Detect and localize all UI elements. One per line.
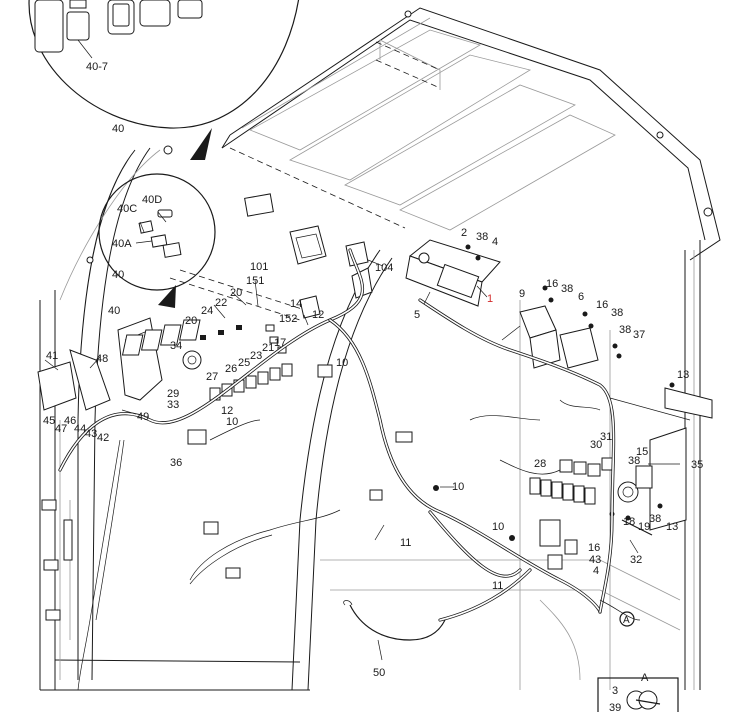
leader-lines <box>44 211 680 661</box>
wire-harness <box>41 248 641 691</box>
label-38: 38 <box>611 307 623 319</box>
label-5: 5 <box>414 309 420 321</box>
label-6: 6 <box>578 291 584 303</box>
label-39: 39 <box>609 702 621 712</box>
label-3: 3 <box>612 685 618 697</box>
label-15: 15 <box>636 446 648 458</box>
label-35: 35 <box>691 459 703 471</box>
label-20: 20 <box>185 315 197 327</box>
label-44: 44 <box>74 423 86 435</box>
label-101: 101 <box>250 261 268 273</box>
label-16: 16 <box>546 278 558 290</box>
label-38: 38 <box>619 324 631 336</box>
label-31: 31 <box>600 431 612 443</box>
label-40c: 40C <box>117 203 137 215</box>
callout-labels: 40-7 40 40D 40C 40A 40 40 101 151 20 22 … <box>43 61 703 714</box>
label-43: 43 <box>85 428 97 440</box>
label-40: 40 <box>112 269 124 281</box>
label-10: 10 <box>492 521 504 533</box>
label-12: 12 <box>221 405 233 417</box>
label-26: 26 <box>225 363 237 375</box>
label-38: 38 <box>561 283 573 295</box>
label-34: 34 <box>170 340 182 352</box>
label-detail-A: A <box>641 672 649 684</box>
label-9: 9 <box>519 288 525 300</box>
label-151: 151 <box>246 275 264 287</box>
label-28: 28 <box>534 458 546 470</box>
label-38: 38 <box>476 231 488 243</box>
label-10: 10 <box>226 416 238 428</box>
detail-circle-top <box>28 0 300 160</box>
label-10: 10 <box>336 357 348 369</box>
label-40a: 40A <box>112 238 132 250</box>
label-48: 48 <box>96 353 108 365</box>
label-4: 4 <box>593 565 599 577</box>
label-38: 38 <box>628 455 640 467</box>
label-13: 13 <box>666 521 678 533</box>
label-104: 104 <box>375 262 393 274</box>
label-16: 16 <box>596 299 608 311</box>
label-50: 50 <box>373 667 385 679</box>
label-16: 16 <box>588 542 600 554</box>
label-38: 38 <box>649 513 661 525</box>
label-27: 27 <box>206 371 218 383</box>
label-33: 33 <box>167 399 179 411</box>
cab-frame <box>39 7 721 691</box>
label-A-marker: A <box>623 615 630 626</box>
label-32: 32 <box>630 554 642 566</box>
label-14: 14 <box>290 298 302 310</box>
label-17: 17 <box>274 337 286 349</box>
detail-A <box>597 611 679 717</box>
label-46: 46 <box>64 415 76 427</box>
label-49: 49 <box>137 411 149 423</box>
label-10: 10 <box>452 481 464 493</box>
label-11: 11 <box>400 537 411 549</box>
label-24: 24 <box>201 305 213 317</box>
label-22: 22 <box>215 297 227 309</box>
right-components <box>203 239 713 579</box>
label-40d: 40D <box>142 194 162 206</box>
label-11: 11 <box>492 580 503 592</box>
label-43: 43 <box>589 554 601 566</box>
label-36: 36 <box>170 457 182 469</box>
label-13: 13 <box>677 369 689 381</box>
label-21: 21 <box>262 342 274 354</box>
label-152: 152 <box>279 313 297 325</box>
label-40: 40 <box>108 305 120 317</box>
label-18: 18 <box>623 516 635 528</box>
label-2: 2 <box>461 227 467 239</box>
label-30: 30 <box>590 439 602 451</box>
label-40: 40 <box>112 123 124 135</box>
left-components <box>37 193 373 445</box>
label-41: 41 <box>46 350 58 362</box>
label-19: 19 <box>638 521 650 533</box>
label-40-7: 40-7 <box>86 61 108 73</box>
label-25: 25 <box>238 357 250 369</box>
label-45: 45 <box>43 415 55 427</box>
label-29: 29 <box>167 388 179 400</box>
detail-circle-40 <box>98 173 216 308</box>
label-20: 20 <box>230 287 242 299</box>
label-1: 1 <box>487 293 493 305</box>
label-42: 42 <box>97 432 109 444</box>
label-12: 12 <box>312 309 324 321</box>
label-37: 37 <box>633 329 645 341</box>
label-47: 47 <box>55 423 67 435</box>
label-4: 4 <box>492 236 498 248</box>
label-23: 23 <box>250 350 262 362</box>
